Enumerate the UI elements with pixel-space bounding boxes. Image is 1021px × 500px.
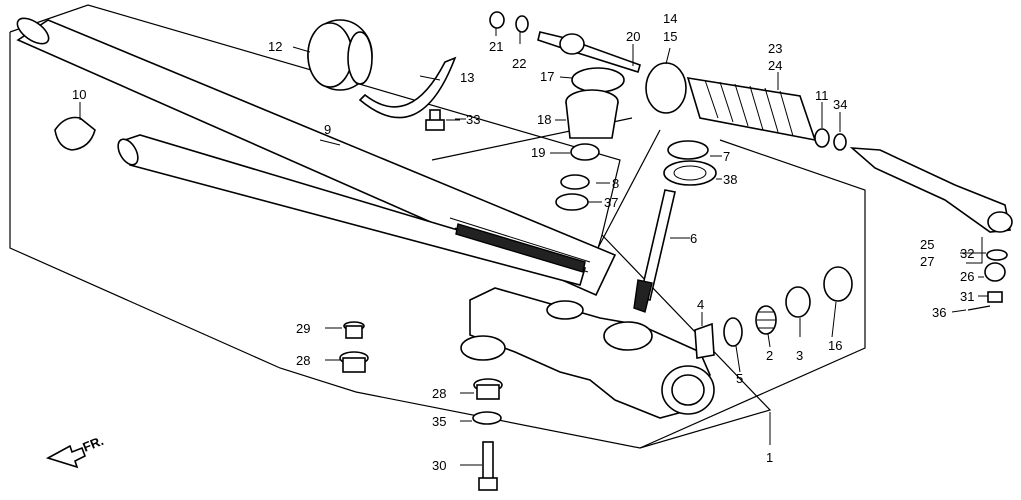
callout-8: 8 bbox=[612, 176, 619, 191]
callout-28b: 28 bbox=[432, 386, 446, 401]
callout-6: 6 bbox=[690, 231, 697, 246]
callout-labels: 1 2 3 4 5 6 7 8 9 10 11 12 13 14 15 16 1… bbox=[72, 11, 974, 473]
callout-16: 16 bbox=[828, 338, 842, 353]
rack-boot[interactable] bbox=[686, 77, 817, 142]
clamp-bolt[interactable] bbox=[425, 109, 445, 131]
callout-18: 18 bbox=[537, 112, 551, 127]
rack-guide-18[interactable] bbox=[565, 89, 619, 139]
gear-box-housing[interactable] bbox=[460, 287, 715, 419]
callout-36: 36 bbox=[932, 305, 946, 320]
bolt-30[interactable] bbox=[478, 441, 498, 491]
callout-13: 13 bbox=[460, 70, 474, 85]
washer-34[interactable] bbox=[833, 133, 847, 151]
callout-21: 21 bbox=[489, 39, 503, 54]
callout-10: 10 bbox=[72, 87, 86, 102]
pinion-shaft[interactable] bbox=[633, 189, 676, 313]
washer-21[interactable] bbox=[489, 11, 505, 29]
tie-rod-end[interactable] bbox=[849, 147, 1013, 233]
bearing-17[interactable] bbox=[571, 67, 625, 93]
callout-19: 19 bbox=[531, 145, 545, 160]
steering-rack[interactable] bbox=[114, 134, 591, 286]
callout-32: 32 bbox=[960, 246, 974, 261]
callout-38: 38 bbox=[723, 172, 737, 187]
cotter-pin-36[interactable] bbox=[967, 305, 991, 311]
washer-35[interactable] bbox=[472, 411, 502, 425]
dust-seal-32[interactable] bbox=[986, 249, 1008, 261]
bearing-38[interactable] bbox=[663, 160, 717, 186]
callout-23: 23 bbox=[768, 41, 782, 56]
leader-lines bbox=[79, 28, 988, 466]
mount-bushing[interactable] bbox=[307, 19, 373, 91]
mount-clamp[interactable] bbox=[358, 56, 457, 119]
o-ring-5[interactable] bbox=[723, 317, 743, 347]
callout-22: 22 bbox=[512, 56, 526, 71]
seal-37[interactable] bbox=[555, 193, 589, 211]
seal-7[interactable] bbox=[667, 140, 709, 160]
locknut-11[interactable] bbox=[814, 128, 830, 148]
callout-26: 26 bbox=[960, 269, 974, 284]
callout-28a: 28 bbox=[296, 353, 310, 368]
callout-20: 20 bbox=[626, 29, 640, 44]
callout-27: 27 bbox=[920, 254, 934, 269]
callout-34: 34 bbox=[833, 97, 847, 112]
callout-12: 12 bbox=[268, 39, 282, 54]
callout-15: 15 bbox=[663, 29, 677, 44]
boot-clamp-band[interactable] bbox=[645, 62, 687, 114]
adjusting-screw-3[interactable] bbox=[785, 286, 811, 318]
spring-19[interactable] bbox=[570, 143, 600, 161]
mount-cushion-28b[interactable] bbox=[473, 378, 503, 400]
washer-22[interactable] bbox=[515, 15, 529, 33]
washer-8[interactable] bbox=[560, 174, 590, 190]
callout-29: 29 bbox=[296, 321, 310, 336]
callout-35: 35 bbox=[432, 414, 446, 429]
assembly-outline-right bbox=[639, 139, 866, 449]
callout-5: 5 bbox=[736, 371, 743, 386]
boot-26[interactable] bbox=[984, 262, 1006, 282]
callout-1: 1 bbox=[766, 450, 773, 465]
inner-tie-rod[interactable] bbox=[537, 31, 641, 74]
callout-9: 9 bbox=[324, 122, 331, 137]
callout-33: 33 bbox=[466, 112, 480, 127]
callout-11: 11 bbox=[815, 88, 829, 103]
callout-31: 31 bbox=[960, 289, 974, 304]
callout-17: 17 bbox=[540, 69, 554, 84]
front-direction-arrow: FR. bbox=[45, 433, 106, 469]
callout-30: 30 bbox=[432, 458, 446, 473]
callout-3: 3 bbox=[796, 348, 803, 363]
svg-text:FR.: FR. bbox=[81, 433, 106, 455]
pinion-bracket-line bbox=[597, 129, 661, 249]
castle-nut-31[interactable] bbox=[987, 291, 1003, 303]
end-plug[interactable] bbox=[54, 116, 96, 151]
callout-4: 4 bbox=[697, 297, 704, 312]
callout-25: 25 bbox=[920, 237, 934, 252]
callout-2: 2 bbox=[766, 348, 773, 363]
locknut-16[interactable] bbox=[823, 266, 853, 302]
callout-14: 14 bbox=[663, 11, 677, 26]
mount-cushion-28a[interactable] bbox=[339, 351, 369, 373]
callout-37: 37 bbox=[604, 195, 618, 210]
rack-guide-4[interactable] bbox=[694, 322, 715, 359]
spring-2[interactable] bbox=[755, 305, 777, 335]
callout-7: 7 bbox=[723, 149, 730, 164]
callout-24: 24 bbox=[768, 58, 782, 73]
collar-29[interactable] bbox=[343, 321, 365, 339]
